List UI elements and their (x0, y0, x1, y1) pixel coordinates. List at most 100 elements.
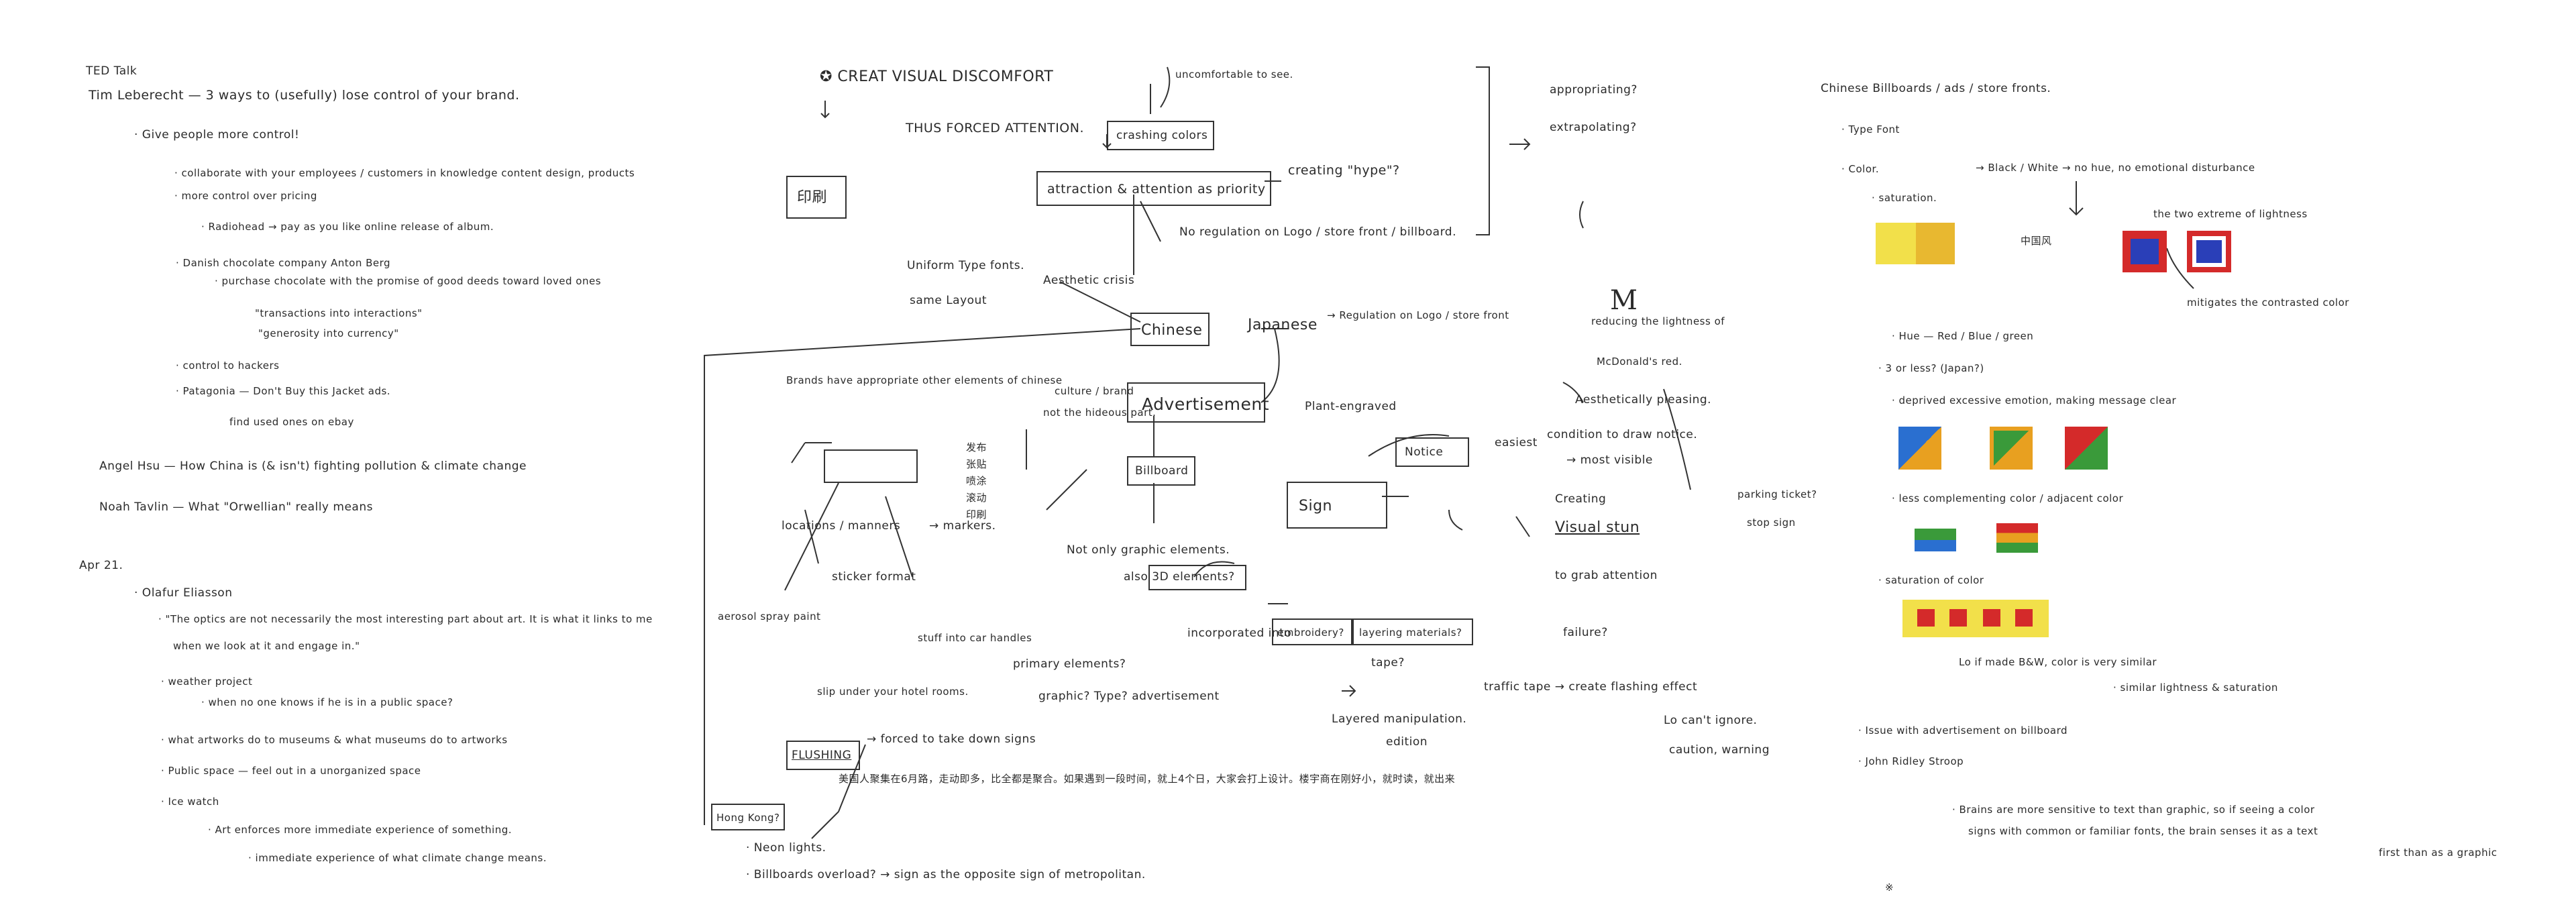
layered-manipulation-note: Layered manipulation. (1332, 712, 1467, 726)
aesthetically-pleasing-note: Aesthetically pleasing. (1575, 393, 1712, 407)
culture-brand-note: culture / brand (1055, 385, 1134, 397)
parking-ticket-note: parking ticket? (1737, 488, 1817, 500)
markers-note: → markers. (929, 519, 996, 533)
advertisement-node: Advertisement (1127, 382, 1269, 423)
hue-item: · Hue — Red / Blue / green (1892, 330, 2034, 342)
stop-sign-note: stop sign (1747, 517, 1796, 529)
caution-warning-note: caution, warning (1669, 743, 1770, 757)
hackers-line: · control to hackers (176, 360, 280, 372)
blue-orange-swatch (1898, 427, 1941, 470)
notice-node: Notice (1395, 437, 1469, 467)
easiest-note: easiest (1495, 436, 1538, 449)
layering-materials-box: layering materials? (1352, 618, 1473, 645)
flushing-box: FLUSHING (786, 741, 860, 770)
art-enforces-line: · Art enforces more immediate experience… (208, 824, 513, 836)
immediate-line: · immediate experience of what climate c… (248, 852, 547, 864)
creating-hype-note: creating "hype"? (1288, 163, 1400, 178)
optics-quote-2: when we look at it and engage in." (173, 640, 360, 652)
also-3d-note: also 3D elements? (1124, 570, 1235, 584)
red-green-swatch (2065, 427, 2108, 470)
sign-node: Sign (1287, 482, 1387, 529)
tape-note: tape? (1371, 656, 1405, 669)
patagonia-line: · Patagonia — Don't Buy this Jacket ads. (176, 385, 391, 397)
regulation-note: → Regulation on Logo / store front (1327, 309, 1509, 321)
visual-discomfort-heading: ✪ CREAT VISUAL DISCOMFORT (820, 68, 1054, 85)
weather-project: · weather project (161, 675, 253, 688)
type-font-item: · Type Font (1841, 123, 1900, 136)
olafur-line: · Olafur Eliasson (134, 586, 233, 600)
green-orange-swatch (1990, 427, 2033, 470)
generosity-quote: "generosity into currency" (258, 327, 399, 339)
chinese-handwriting-line: 美国人聚集在6月路，走动即多，比全都是聚合。如果遇到一段时间，就上4个日，大家会… (839, 773, 1456, 785)
plant-engraved-note: Plant-engraved (1305, 400, 1397, 413)
forced-take-down-note: → forced to take down signs (867, 733, 1036, 746)
brains-line-2: signs with common or familiar fonts, the… (1968, 825, 2318, 837)
locations-manners-note: locations / manners (782, 519, 901, 533)
chinese-node: Chinese (1130, 313, 1210, 346)
find-used-line: find used ones on ebay (229, 416, 354, 428)
japanese-node: Japanese (1248, 317, 1318, 333)
less-complementing-item: · less complementing color / adjacent co… (1892, 492, 2124, 504)
tri-color-strip (1996, 523, 2038, 553)
saturation-of-color-item: · saturation of color (1878, 574, 1984, 586)
3d-elements-box (1148, 565, 1246, 590)
public-space-line: · Public space — feel out in a unorganiz… (161, 765, 421, 777)
deprived-emotion-item: · deprived excessive emotion, making mes… (1892, 394, 2177, 407)
no-regulation-note: No regulation on Logo / store front / bi… (1179, 225, 1456, 239)
crashing-colors-box: crashing colors (1107, 121, 1214, 150)
artworks-line: · what artworks do to museums & what mus… (161, 734, 508, 746)
black-white-note: → Black / White → no hue, no emotional d… (1976, 162, 2255, 174)
similar-lightness-note: · similar lightness & saturation (2113, 682, 2278, 694)
appropriating-note: appropriating? (1550, 83, 1638, 97)
sticker-format-note: sticker format (832, 570, 916, 584)
hongkong-box: Hong Kong? (711, 804, 785, 830)
attraction-priority-box: attraction & attention as priority (1036, 171, 1271, 206)
angel-hsu-line: Angel Hsu — How China is (& isn't) fight… (99, 460, 527, 473)
color-item: · Color. (1841, 163, 1880, 175)
billboards-overload-note: · Billboards overload? → sign as the opp… (746, 868, 1146, 881)
mitigates-note: mitigates the contrasted color (2187, 296, 2349, 309)
three-or-less-item: · 3 or less? (Japan?) (1878, 362, 1984, 374)
pricing-line: · more control over pricing (174, 190, 317, 202)
grab-attention-note: to grab attention (1555, 569, 1658, 582)
leberecht-title: Tim Leberecht — 3 ways to (usefully) los… (89, 88, 520, 103)
methods-box (824, 449, 918, 483)
optics-quote-1: · "The optics are not necessarily the mo… (158, 613, 653, 625)
transactions-quote: "transactions into interactions" (255, 307, 423, 319)
seal-stamp: 印刷 (786, 176, 847, 219)
aerosol-note: aerosol spray paint (718, 610, 821, 623)
uniform-fonts-note: Uniform Type fonts. (907, 259, 1025, 272)
slip-hotel-note: slip under your hotel rooms. (817, 686, 969, 698)
reducing-lightness-note: reducing the lightness of (1591, 315, 1725, 327)
uncomfortable-note: uncomfortable to see. (1175, 68, 1293, 80)
failure-note: failure? (1563, 626, 1608, 639)
neon-lights-note: · Neon lights. (746, 841, 826, 855)
fan-label: 中国风 (2021, 235, 2052, 247)
purchase-line: · purchase chocolate with the promise of… (215, 275, 602, 287)
forced-attention-heading: THUS FORCED ATTENTION. (906, 121, 1085, 136)
billboard-node: Billboard (1127, 456, 1195, 486)
embroidery-box: embroidery? (1272, 618, 1352, 645)
give-people-control: · Give people more control! (134, 128, 300, 142)
traffic-tape-note: traffic tape → create flashing effect (1484, 680, 1698, 694)
right-title: Chinese Billboards / ads / store fronts. (1821, 82, 2051, 95)
ted-talk-header: TED Talk (86, 64, 138, 78)
extrapolating-note: extrapolating? (1550, 121, 1637, 134)
brains-line-3: first than as a graphic (2379, 847, 2498, 859)
red-blue-swatch-2 (2187, 231, 2231, 272)
cant-ignore-note: Lo can't ignore. (1664, 714, 1758, 727)
brains-line-1: · Brains are more sensitive to text than… (1952, 804, 2315, 816)
creating-note: Creating (1555, 492, 1607, 506)
aesthetic-crisis-note: Aesthetic crisis (1043, 274, 1135, 287)
brands-note: Brands have appropriate other elements o… (786, 374, 1063, 386)
red-blue-swatch-1 (2123, 231, 2167, 272)
footnote-mark: ※ (1885, 881, 1894, 894)
vertical-methods-list: 发布 张贴 喷涂 滚动 印刷 (966, 441, 987, 521)
issue-item: · Issue with advertisement on billboard (1858, 724, 2068, 737)
most-visible-note: → most visible (1566, 453, 1653, 467)
mcdonalds-logo-sketch: M (1610, 285, 1638, 316)
condition-note: condition to draw notice. (1547, 428, 1698, 441)
saturation-item: · saturation. (1872, 192, 1937, 204)
two-extreme-note: the two extreme of lightness (2153, 208, 2308, 220)
